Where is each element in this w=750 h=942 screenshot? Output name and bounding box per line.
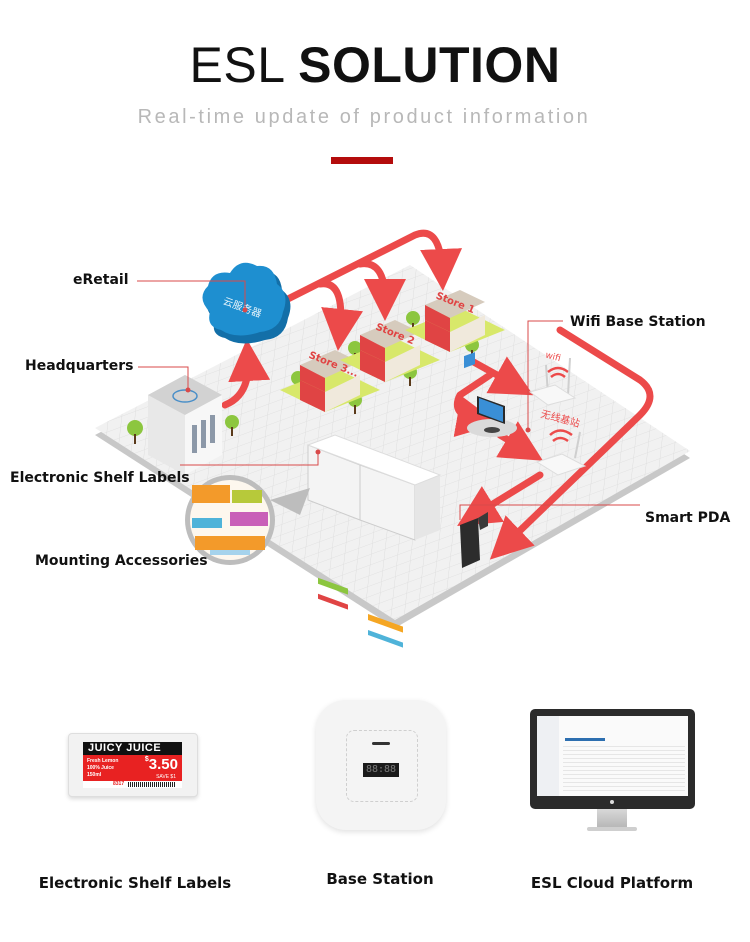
callout-headquarters: Headquarters [25, 358, 134, 374]
esl-screen: JUICY JUICE Fresh Lemon 100% Juice 150ml… [83, 742, 182, 788]
wifi-text: wifi [544, 351, 562, 365]
headquarters-building-icon [148, 375, 222, 475]
esl-label-product-image: JUICY JUICE Fresh Lemon 100% Juice 150ml… [68, 733, 198, 797]
store-1-icon: Store 1 [405, 290, 505, 352]
status-slot [372, 742, 390, 745]
eretail-marker-dot [242, 307, 248, 313]
wifi-router-icon: wifi [528, 351, 577, 406]
barcode-icon [128, 782, 176, 787]
store-2-icon: Store 2 [340, 320, 440, 382]
cloud-server-icon: 云服务器 [202, 262, 291, 344]
caption-base-station: Base Station [326, 870, 434, 888]
page-subtitle: Real-time update of product information [137, 106, 591, 128]
esl-line3: 150ml [87, 772, 102, 778]
shelf-units-icon [306, 434, 442, 648]
shelf-marker-dot [315, 449, 321, 455]
monitor-base [587, 827, 637, 831]
esl-system-diagram: 云服务器 Store 3... Store 2 [95, 229, 690, 648]
caption-esl-cloud-platform: ESL Cloud Platform [530, 874, 694, 892]
esl-price: 3.50 [148, 756, 178, 773]
page-title: ESL SOLUTION [0, 36, 750, 94]
caption-electronic-shelf-labels: Electronic Shelf Labels [38, 874, 232, 892]
accent-divider [331, 157, 393, 164]
callout-leaders [137, 280, 640, 520]
headquarters-marker-dot [185, 387, 191, 393]
base-station-product-image: 88:88 [316, 700, 446, 830]
esl-brand: JUICY JUICE [83, 742, 182, 755]
platform-sidebar [537, 716, 559, 796]
esl-currency: $ [144, 756, 149, 763]
cloud-platform-monitor-image [530, 709, 695, 809]
platform-table [563, 746, 685, 791]
callout-eretail: eRetail [73, 272, 129, 288]
esl-line2: 100% Juice [87, 765, 114, 771]
network-arrows [221, 229, 654, 560]
shelf-magnifier-icon [185, 475, 310, 565]
callout-wifi-base-station: Wifi Base Station [570, 314, 706, 330]
title-bold: SOLUTION [298, 37, 561, 93]
led-display: 88:88 [363, 763, 399, 777]
esl-promo: SAVE $1 [156, 774, 176, 780]
callout-electronic-shelf-labels: Electronic Shelf Labels [10, 470, 190, 486]
apple-logo-icon [610, 800, 614, 804]
esl-code: 8317 [113, 781, 125, 787]
callout-mounting-accessories: Mounting Accessories [35, 553, 208, 569]
monitor-stand [597, 809, 627, 827]
esl-line1: Fresh Lemon [87, 758, 119, 764]
wifi-marker-dot [525, 427, 531, 433]
platform-screen [537, 716, 688, 796]
monitor-icon [467, 396, 517, 437]
callout-smart-pda: Smart PDA [645, 510, 731, 526]
smart-pda-icon [460, 352, 488, 568]
title-light: ESL [189, 37, 284, 93]
